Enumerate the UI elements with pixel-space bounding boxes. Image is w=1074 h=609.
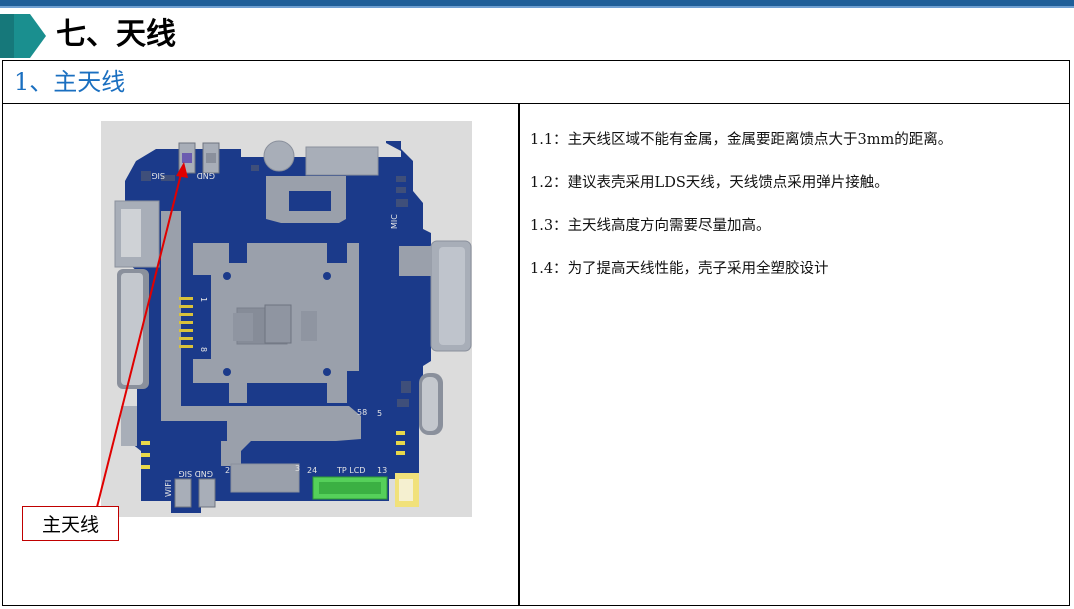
- subtitle-row: [2, 60, 1070, 104]
- board-text-sig-top: SIG: [151, 171, 165, 180]
- board-text-tp-lcd: TP LCD: [336, 466, 365, 475]
- note-text: 主天线区域不能有金属，金属要距离馈点大于3mm的距离。: [567, 132, 953, 148]
- main-antenna-callout: 主天线: [22, 506, 119, 541]
- section-subtitle: 1、主天线: [14, 68, 126, 96]
- note-text: 为了提高天线性能，壳子采用全塑胶设计: [567, 261, 829, 277]
- note-number: 1.2：: [530, 175, 568, 191]
- note-number: 1.1：: [530, 132, 568, 148]
- pcb-image: SIG GND MIC 1 8 TP LCD 24 3 13 2 5 58 GN…: [101, 121, 472, 517]
- list-item: 1.1：主天线区域不能有金属，金属要距离馈点大于3mm的距离。: [530, 126, 1060, 169]
- board-text-5: 5: [377, 409, 382, 418]
- board-text-wifi: WIFI: [164, 480, 173, 497]
- board-text-pin8: 8: [199, 347, 208, 352]
- notes-list: 1.1：主天线区域不能有金属，金属要距离馈点大于3mm的距离。 1.2：建议表壳…: [530, 126, 1060, 298]
- page-title: 七、天线: [56, 17, 176, 52]
- board-text-13: 13: [377, 466, 387, 475]
- board-text-3: 3: [295, 464, 300, 473]
- board-text-58: 58: [357, 408, 367, 417]
- header-top-bar-light: [0, 6, 1074, 8]
- note-text: 建议表壳采用LDS天线，天线馈点采用弹片接触。: [567, 175, 889, 191]
- chevron-icon: [0, 14, 46, 58]
- content-frame: [2, 60, 1070, 606]
- board-text-24: 24: [307, 466, 317, 475]
- board-text-pin1: 1: [199, 297, 208, 302]
- list-item: 1.4：为了提高天线性能，壳子采用全塑胶设计: [530, 255, 1060, 298]
- board-text-mic: MIC: [390, 214, 399, 229]
- board-text-gnd-top: GND: [197, 171, 215, 180]
- note-number: 1.4：: [530, 261, 568, 277]
- column-divider: [518, 104, 520, 606]
- note-number: 1.3：: [530, 218, 568, 234]
- board-text-gnd-sig-bottom: GND SIG: [178, 469, 213, 478]
- list-item: 1.2：建议表壳采用LDS天线，天线馈点采用弹片接触。: [530, 169, 1060, 212]
- board-text-2: 2: [225, 466, 230, 475]
- list-item: 1.3：主天线高度方向需要尽量加高。: [530, 212, 1060, 255]
- note-text: 主天线高度方向需要尽量加高。: [567, 218, 771, 234]
- header-top-bar: [0, 0, 1074, 6]
